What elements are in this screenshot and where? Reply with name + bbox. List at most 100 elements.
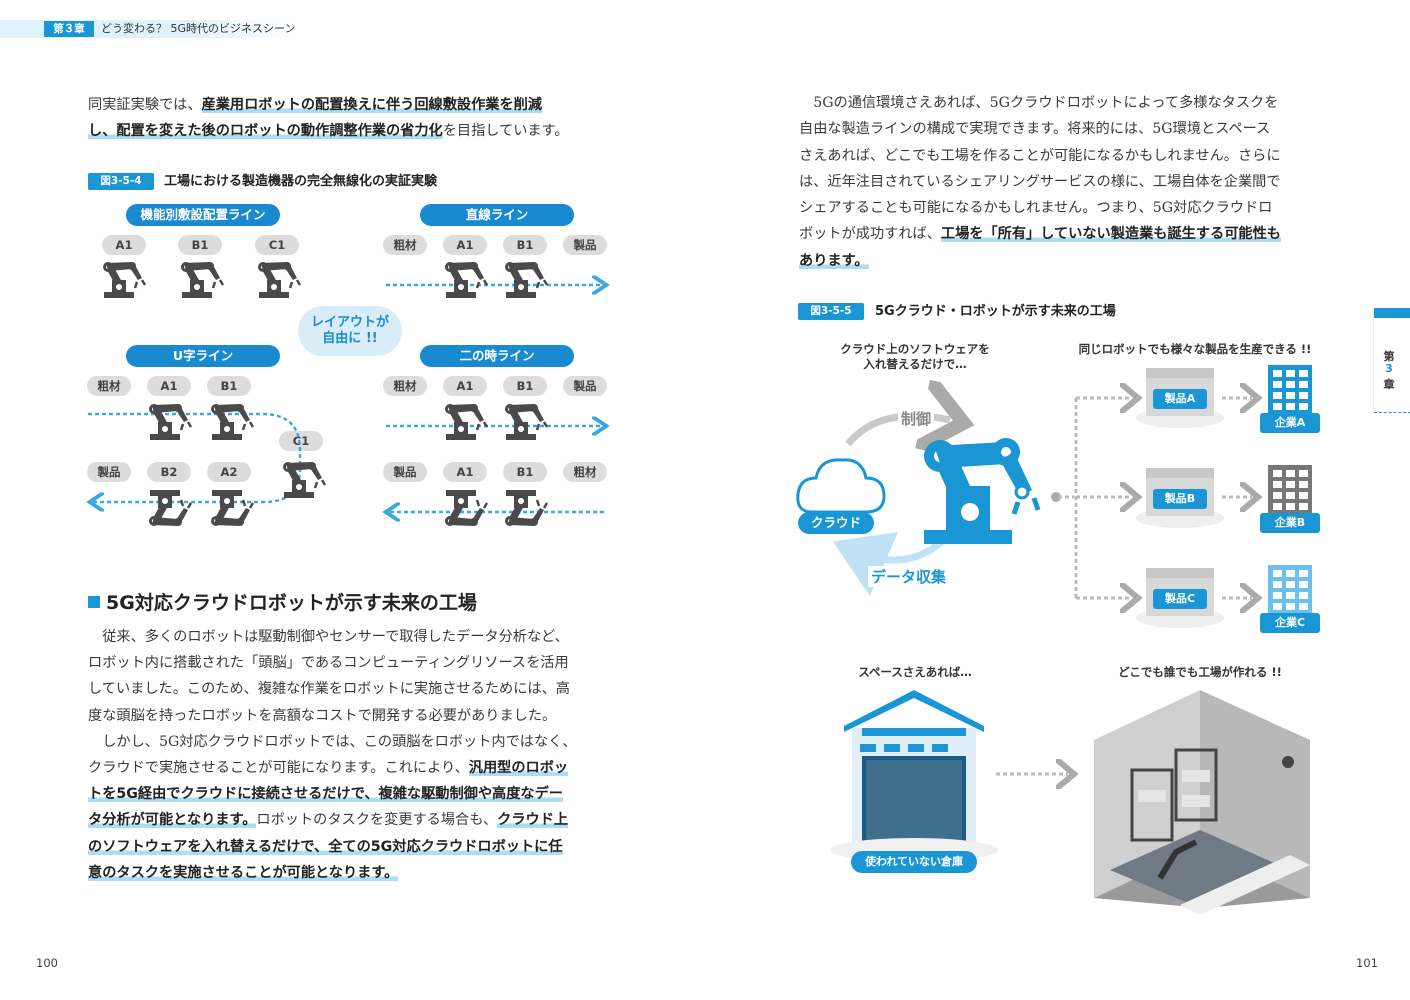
- caption-line: クラウド上のソフトウェアを: [840, 342, 990, 356]
- side-tab-dash: [1374, 412, 1410, 413]
- caption-line: 入れ替えるだけで…: [863, 357, 967, 371]
- robot-arm-icon: [258, 262, 302, 298]
- station-tag: 製品: [563, 235, 607, 255]
- text-line: 従来、多くのロボットは駆動制御やセンサーで取得したデータ分析など、: [88, 624, 577, 650]
- chapter-side-tab: 第 3 章: [1373, 308, 1410, 414]
- side-tab-char: 3: [1385, 362, 1393, 375]
- robot-arm-icon: [211, 490, 255, 526]
- robot-arm-icon: [505, 262, 549, 298]
- caption-anywhere: どこでも誰でも工場が作れる !!: [1118, 665, 1282, 679]
- text-line: し、配置を変えた後のロボットの動作調整作業の省力化を目指しています。: [88, 118, 569, 144]
- text-line: していました。このため、複雑な作業をロボットに実施させるためには、高: [88, 676, 577, 702]
- window-icon: [1286, 581, 1295, 588]
- text-line: 5Gの通信環境さえあれば、5Gクラウドロボットによって多様なタスクを: [799, 90, 1281, 116]
- highlighted-text: し、配置を変えた後のロボットの動作調整作業の省力化: [88, 123, 443, 139]
- window-icon: [1273, 392, 1282, 399]
- robot-arm-icon: [181, 262, 225, 298]
- window-icon: [1299, 370, 1308, 377]
- text-line: 自由な製造ラインの構成で実現できます。将来的には、5G環境とスペース: [799, 116, 1281, 142]
- intro-paragraph: 同実証実験では、産業用ロボットの配置換えに伴う回線敷設作業を削減し、配置を変えた…: [88, 92, 569, 144]
- station-tag: B1: [178, 235, 222, 255]
- robot-arm-icon: [149, 490, 193, 526]
- window-icon: [1273, 492, 1282, 499]
- window-icon: [1286, 381, 1295, 388]
- side-tab-char: 章: [1383, 378, 1395, 391]
- panel-label-functional-line: 機能別敷設配置ライン: [126, 204, 280, 226]
- highlighted-text: 汎用型のロボッ: [468, 759, 569, 776]
- text-run: は、近年注目されているシェアリングサービスの様に、工場自体を企業間で: [799, 173, 1281, 190]
- cloud-icon: [796, 458, 886, 514]
- text-line: 同実証実験では、産業用ロボットの配置換えに伴う回線敷設作業を削減: [88, 92, 569, 118]
- station-tag: B1: [503, 462, 547, 482]
- text-line: しかし、5G対応クラウドロボットでは、この頭脳をロボット内ではなく、: [88, 729, 576, 755]
- robot-arm-icon: [445, 404, 489, 440]
- panel-label-reverse-line: 二の時ライン: [420, 345, 574, 367]
- station-tag: A1: [443, 462, 487, 482]
- text-line: ボットが成功すれば、工場を「所有」していない製造業も誕生する可能性も: [799, 221, 1281, 247]
- highlighted-text: 産業用ロボットの配置換えに伴う回線敷設作業を削減: [201, 97, 543, 113]
- window-icon: [1273, 370, 1282, 377]
- robot-arm-icon: [445, 262, 489, 298]
- product-label-c: 製品C: [1153, 589, 1207, 609]
- station-tag: C1: [255, 235, 299, 255]
- station-tag: B1: [503, 235, 547, 255]
- product-label-a: 製品A: [1153, 389, 1207, 409]
- layout-free-bubble: レイアウトが 自由に !!: [298, 306, 402, 356]
- warehouse-icon: [830, 690, 998, 862]
- text-line: は、近年注目されているシェアリングサービスの様に、工場自体を企業間で: [799, 169, 1281, 195]
- text-run: ロボットのタスクを変更する場合も、: [256, 812, 498, 829]
- highlighted-text: タ分析が可能となります。: [88, 812, 257, 829]
- highlighted-text: のソフトウェアを入れ替えるだけで、全ての5G対応クラウドロボットに任: [88, 838, 563, 855]
- text-line: 意のタスクを実施させることが可能となります。: [88, 860, 577, 886]
- station-tag: 粗材: [383, 376, 427, 396]
- window-icon: [1299, 381, 1308, 388]
- text-run: 度な頭脳を持ったロボットを高額なコストで開発する必要がありました。: [88, 707, 557, 724]
- robot-arm-icon: [103, 262, 147, 298]
- window-icon: [1273, 570, 1282, 577]
- page-number-left: 100: [36, 956, 58, 970]
- product-label-b: 製品B: [1153, 489, 1207, 509]
- figure-badge-3-5-4: 図3-5-4: [88, 173, 154, 190]
- window-icon: [1299, 392, 1308, 399]
- window-icon: [1286, 492, 1295, 499]
- window-icon: [1286, 470, 1295, 477]
- highlighted-text: 工場を「所有」していない製造業も誕生する可能性も: [940, 226, 1281, 243]
- text-run: 自由な製造ラインの構成で実現できます。将来的には、5G環境とスペース: [799, 121, 1271, 138]
- station-tag: B1: [503, 376, 547, 396]
- left-body-paragraph: 従来、多くのロボットは駆動制御やセンサーで取得したデータ分析など、ロボット内に搭…: [88, 624, 577, 886]
- text-run: クラウドで実施させることが可能になります。これにより、: [88, 759, 469, 776]
- highlighted-text: クラウド上: [497, 812, 569, 829]
- text-line: クラウドで実施させることが可能になります。これにより、汎用型のロボッ: [88, 755, 577, 781]
- station-tag: A1: [102, 235, 146, 255]
- text-run: シェアすることも可能になるかもしれません。つまり、5G対応クラウドロ: [799, 200, 1273, 217]
- caption-space: スペースさえあれば…: [858, 665, 972, 679]
- station-tag: 製品: [87, 462, 131, 482]
- window-icon: [1299, 581, 1308, 588]
- window-icon: [1299, 603, 1308, 610]
- bubble-line: レイアウトが: [310, 315, 389, 330]
- window-icon: [1299, 481, 1308, 488]
- robot-arm-icon: [445, 490, 489, 526]
- text-run: ボットが成功すれば、: [799, 226, 941, 243]
- data-collection-label: データ収集: [868, 566, 950, 587]
- page-number-right: 101: [1356, 956, 1378, 970]
- station-tag: 粗材: [87, 376, 131, 396]
- figure-title-3-5-4: 工場における製造機器の完全無線化の実証実験: [164, 174, 438, 189]
- text-line: 度な頭脳を持ったロボットを高額なコストで開発する必要がありました。: [88, 703, 577, 729]
- figure-title-3-5-5: 5Gクラウド・ロボットが示す未来の工場: [875, 304, 1116, 319]
- company-label-a: 企業A: [1260, 413, 1320, 433]
- section-title: 5G対応クラウドロボットが示す未来の工場: [88, 590, 477, 616]
- station-tag: 粗材: [563, 462, 607, 482]
- chapter-tag: 第３章: [44, 21, 94, 37]
- company-label-c: 企業C: [1260, 613, 1320, 633]
- robot-arm-icon: [149, 404, 193, 440]
- text-run: ロボット内に搭載された「頭脳」であるコンピューティングリソースを活用: [88, 655, 569, 672]
- window-icon: [1273, 381, 1282, 388]
- station-tag: A1: [443, 235, 487, 255]
- window-icon: [1273, 403, 1282, 410]
- window-icon: [1286, 403, 1295, 410]
- text-run: 同実証実験では、: [88, 97, 202, 113]
- text-line: トを5G経由でクラウドに接続させるだけで、複雑な駆動制御や高度なデー: [88, 781, 577, 807]
- window-icon: [1299, 503, 1308, 510]
- window-icon: [1286, 481, 1295, 488]
